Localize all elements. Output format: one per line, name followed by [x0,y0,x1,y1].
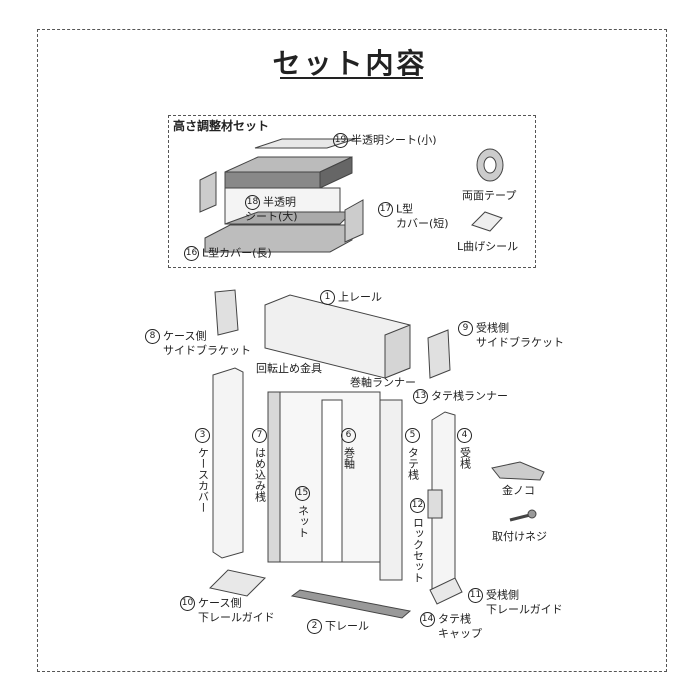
l-cover-long [204,224,353,253]
receiver-side-bracket [427,329,451,379]
height-adjust-set-box [168,115,536,268]
vertical-bar [379,399,403,581]
label-7: 7はめ込み桟 [252,428,267,502]
label-6: 6巻軸 [341,428,356,469]
hacksaw [491,461,545,481]
label-tape: 両面テープ [462,189,517,202]
outer-dashed-frame [37,29,667,672]
height-adjust-set-title: 高さ調整材セット [171,117,272,134]
board-front [224,171,321,189]
label-3: 3ケースカバー [195,428,210,513]
label-4: 4受桟 [457,428,472,469]
case-cover [212,367,244,559]
label-rotation-stopper: 回転止め金具 [256,362,322,375]
label-5: 5タテ桟 [405,428,420,480]
lock-set [427,489,443,519]
bottom-rail [290,589,412,619]
board-side [319,156,353,189]
inset-frame [267,391,281,563]
title-underline [280,77,423,79]
l-bend-seal [471,211,503,232]
translucent-sheet-small [254,138,356,149]
receiver-side-bottom-guide [429,577,463,605]
case-side-bracket [214,289,239,336]
label-seal: L曲げシール [457,240,519,253]
label-roll-runner: 巻軸ランナー [350,376,416,389]
l-cover-small-left [199,171,217,213]
page-title: セット内容 [272,47,428,80]
roll-axis [321,399,343,563]
label-12: 12ロックセット [410,498,425,583]
label-screw: 取付けネジ [492,530,547,543]
screw [509,513,531,522]
label-15: 15ネット [295,486,310,538]
case-side-bottom-guide [208,569,267,597]
label-kanenoko: 金ノコ [502,484,535,497]
l-cover-small-right [344,199,364,243]
